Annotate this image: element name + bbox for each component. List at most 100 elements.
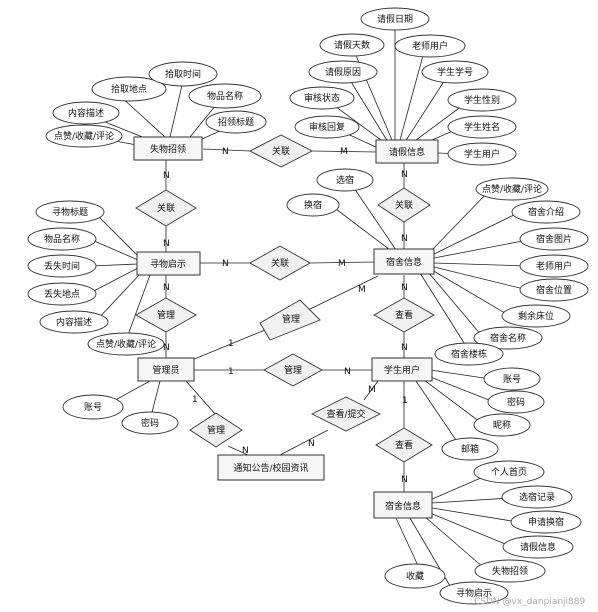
svg-text:1: 1 (228, 339, 234, 349)
svg-text:1: 1 (402, 396, 408, 406)
svg-text:宿舍位置: 宿舍位置 (536, 284, 572, 296)
svg-text:关联: 关联 (157, 202, 175, 214)
svg-text:宿舍楼栋: 宿舍楼栋 (451, 348, 487, 360)
svg-text:1: 1 (228, 367, 234, 377)
svg-text:物品名称: 物品名称 (207, 90, 243, 102)
svg-text:内容描述: 内容描述 (68, 107, 104, 119)
svg-text:管理: 管理 (207, 424, 225, 436)
svg-text:账号: 账号 (503, 374, 521, 385)
attr-leave-days: 请假天数 (319, 33, 385, 57)
svg-text:选宿记录: 选宿记录 (519, 491, 555, 503)
svg-text:查看/提交: 查看/提交 (326, 408, 365, 420)
cardinality-labels: N M N N N M N N N N 1 M 1 N N N 1 N M N … (163, 147, 408, 485)
svg-text:M: M (358, 285, 366, 295)
svg-text:选宿: 选宿 (336, 174, 354, 186)
svg-text:招领标题: 招领标题 (218, 116, 254, 128)
svg-text:寻物启示: 寻物启示 (456, 587, 492, 599)
svg-text:N: N (163, 343, 170, 353)
svg-text:M: M (338, 259, 346, 269)
attr-dorm-beds: 剩余床位 (501, 304, 571, 328)
svg-text:个人首页: 个人首页 (491, 466, 527, 478)
attr-leave-student-no: 学生学号 (421, 60, 489, 84)
svg-text:宿舍信息: 宿舍信息 (385, 500, 421, 512)
attr-stu-email: 邮箱 (441, 437, 499, 461)
entity-found-notice: 寻物启示 (136, 251, 201, 276)
svg-text:物品名称: 物品名称 (44, 233, 80, 245)
svg-text:M: M (340, 147, 348, 157)
svg-text:查看: 查看 (395, 309, 413, 321)
svg-text:N: N (401, 475, 408, 485)
svg-text:请假原因: 请假原因 (325, 66, 361, 78)
svg-text:失物招领: 失物招领 (150, 143, 186, 155)
svg-text:查看: 查看 (395, 439, 413, 451)
watermark: CSDN @vx_danpianji889 (474, 597, 585, 607)
relationship-student-notice: 查看/提交 (310, 396, 382, 432)
attr-leave-gender: 学生性别 (447, 88, 517, 112)
attr-leave-student-user: 学生用户 (447, 142, 517, 166)
svg-text:管理: 管理 (157, 309, 175, 321)
svg-text:关联: 关联 (395, 199, 413, 211)
svg-text:宿舍名称: 宿舍名称 (490, 332, 526, 344)
svg-text:账号: 账号 (84, 402, 102, 413)
attr-leave-date: 请假日期 (360, 7, 430, 31)
attr-dorm-name: 宿舍名称 (473, 326, 543, 350)
attr-dorm-teacher: 老师用户 (519, 254, 589, 278)
attr-stu-account: 账号 (483, 367, 541, 391)
svg-text:N: N (163, 239, 170, 249)
svg-text:N: N (401, 283, 408, 293)
svg-text:N: N (344, 367, 351, 377)
svg-text:丢失时间: 丢失时间 (44, 260, 80, 272)
attr-claim-title: 招领标题 (205, 110, 267, 134)
svg-text:请假信息: 请假信息 (520, 541, 556, 553)
svg-text:学生学号: 学生学号 (437, 66, 473, 78)
svg-text:管理员: 管理员 (152, 364, 179, 376)
attr-leave-student-name: 学生姓名 (447, 115, 517, 139)
svg-text:收藏: 收藏 (406, 570, 424, 582)
svg-text:N: N (163, 171, 170, 181)
attr-claim-item-name: 物品名称 (188, 83, 262, 109)
attr-leave-review-reply: 审核回复 (294, 115, 360, 139)
relationship-admin-dorm: 管理 (259, 299, 321, 341)
svg-text:N: N (163, 283, 170, 293)
svg-text:N: N (222, 147, 229, 157)
svg-text:N: N (222, 259, 229, 269)
attr-stu-password: 密码 (487, 390, 545, 414)
entity-student-user: 学生用户 (371, 357, 433, 382)
svg-text:老师用户: 老师用户 (536, 260, 572, 272)
svg-text:申请换宿: 申请换宿 (528, 516, 564, 528)
svg-text:管理: 管理 (282, 313, 300, 325)
attr-claim-content: 内容描述 (52, 101, 120, 125)
svg-text:N: N (242, 446, 249, 456)
svg-text:宿舍图片: 宿舍图片 (536, 233, 572, 245)
svg-text:宿舍信息: 宿舍信息 (386, 256, 422, 268)
svg-text:昵称: 昵称 (493, 419, 511, 431)
svg-text:学生用户: 学生用户 (384, 364, 420, 376)
relationship-found-dorm: 关联 (249, 245, 311, 281)
attr-d2-lost-claim: 失物招领 (474, 559, 546, 583)
svg-text:请假日期: 请假日期 (377, 13, 413, 25)
svg-text:寻物标题: 寻物标题 (52, 206, 88, 218)
attr-d2-found-notice: 寻物启示 (439, 581, 509, 605)
entity-admin: 管理员 (137, 357, 195, 382)
entity-notice: 通知公告/校园资讯 (217, 454, 325, 481)
attr-dorm-intro: 宿舍介绍 (511, 200, 581, 224)
attr-d2-leave-info: 请假信息 (502, 535, 574, 559)
entity-dorm-info: 宿舍信息 (373, 248, 435, 275)
svg-text:通知公告/校园资讯: 通知公告/校园资讯 (233, 462, 308, 474)
attr-dorm-location: 宿舍位置 (519, 278, 589, 302)
svg-text:寻物启示: 寻物启示 (150, 258, 186, 270)
attr-found-item-name: 物品名称 (27, 227, 97, 251)
svg-text:点赞/收藏/评论: 点赞/收藏/评论 (54, 130, 114, 142)
relationship-leave-dorm: 关联 (377, 187, 431, 223)
attr-d2-home: 个人首页 (473, 460, 545, 484)
relationship-claim-found: 关联 (135, 189, 197, 227)
svg-text:拾取地点: 拾取地点 (111, 83, 147, 95)
relationship-dorm-student: 查看 (373, 297, 435, 333)
attr-dorm-swap: 换宿 (286, 193, 340, 217)
attr-d2-favorite: 收藏 (384, 563, 446, 589)
relationship-claim-leave: 关联 (249, 134, 313, 168)
entity-lost-claim: 失物招领 (133, 136, 203, 161)
svg-text:N: N (308, 439, 315, 449)
svg-text:点赞/收藏/评论: 点赞/收藏/评论 (96, 338, 156, 350)
svg-text:N: N (401, 234, 408, 244)
